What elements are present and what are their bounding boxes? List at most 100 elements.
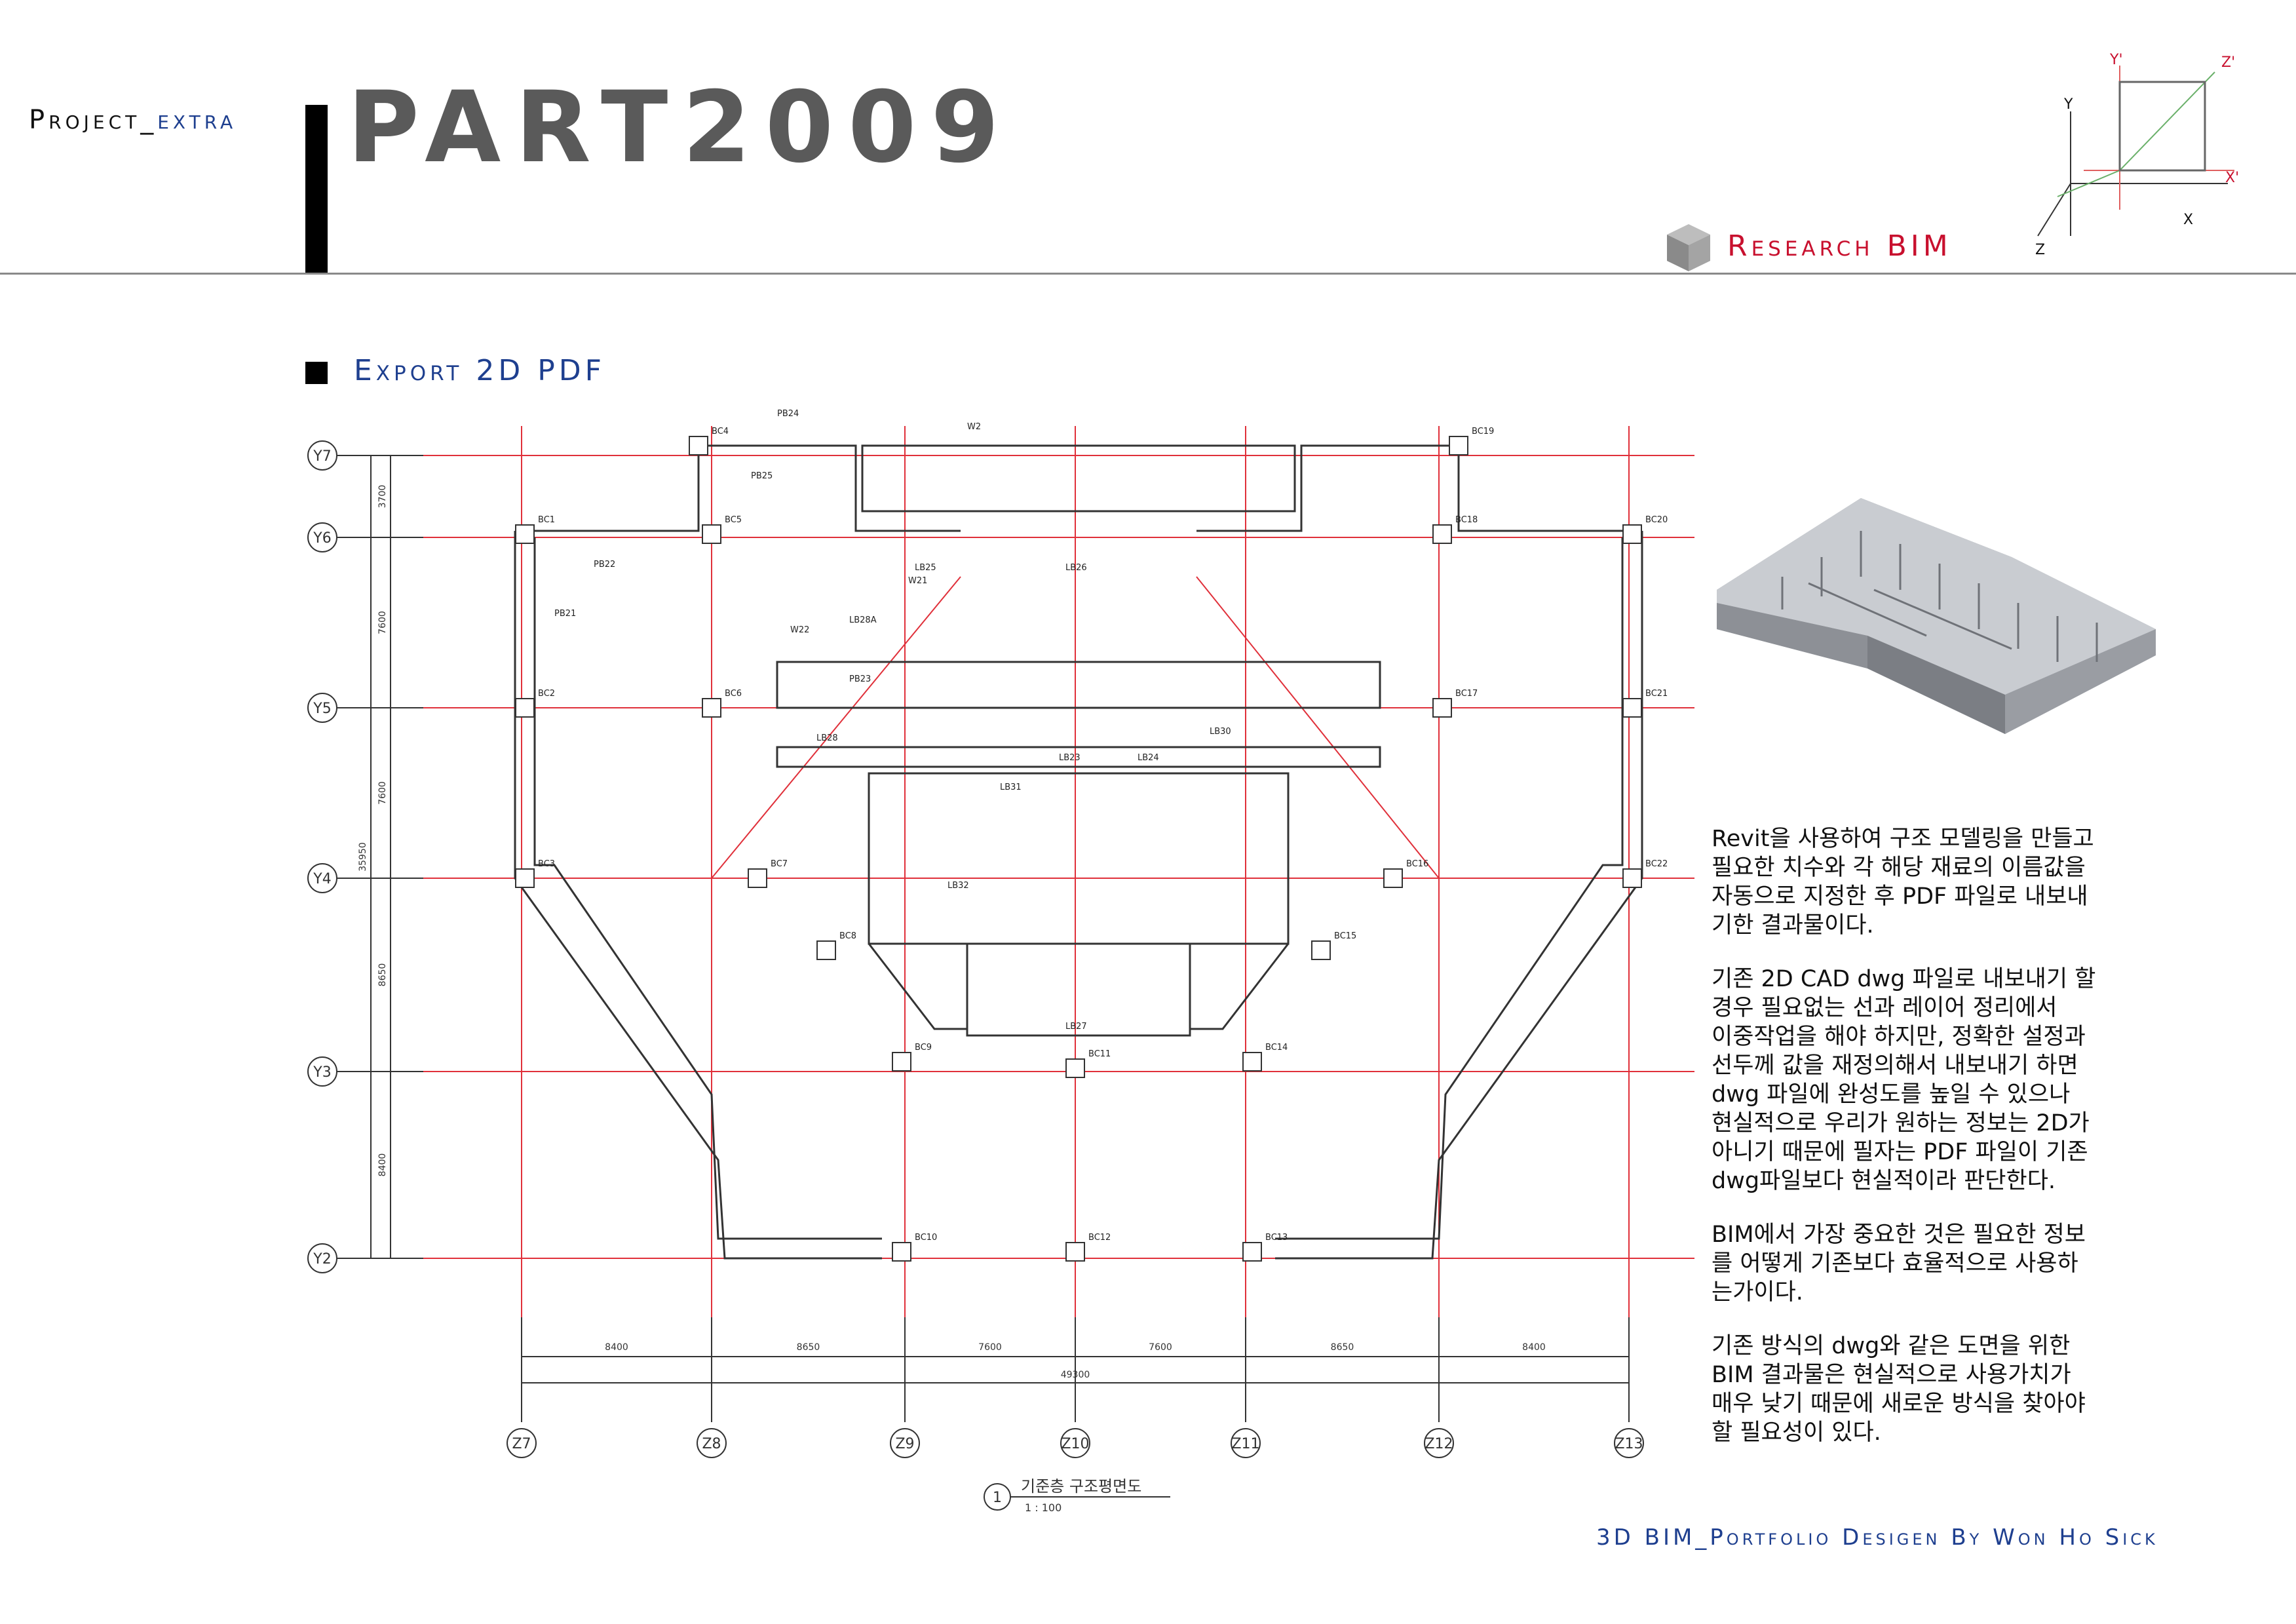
axis-label-x: X: [2183, 212, 2193, 228]
structural-column: [1383, 868, 1403, 888]
axis-label-x-prime: X': [2225, 170, 2239, 186]
col-bubble-label: Z13: [1615, 1436, 1643, 1452]
column-tag: BC12: [1088, 1233, 1111, 1243]
row-bubble-label: Y3: [313, 1064, 331, 1081]
dimension-text: 8400: [1522, 1342, 1546, 1353]
beam-tag: W21: [908, 576, 927, 586]
grid-line-diagonal: [1196, 576, 1440, 879]
row-dimension-text: 7600: [377, 781, 388, 805]
beam-tag: PB21: [554, 609, 576, 619]
col-bubble-label: Z9: [895, 1436, 914, 1452]
beam-tag: W22: [790, 625, 809, 635]
structural-column: [748, 868, 767, 888]
plan-caption-scale: 1 : 100: [1025, 1501, 1062, 1513]
structural-column: [816, 940, 836, 960]
column-tag: BC13: [1265, 1233, 1288, 1243]
structural-column: [1065, 1058, 1085, 1078]
description-paragraph-3: BIM에서 가장 중요한 것은 필요한 정보 를 어떻게 기존보다 효율적으로 …: [1712, 1222, 2086, 1305]
row-dimension-text: 8650: [377, 963, 388, 987]
page-title: PART2009: [347, 71, 1014, 185]
beam-tag: LB27: [1065, 1022, 1087, 1032]
row-bubble: [307, 522, 337, 552]
structural-column: [1242, 1052, 1262, 1072]
project-suffix: extra: [157, 105, 237, 135]
structural-column: [1432, 698, 1452, 718]
row-bubble: [307, 693, 337, 723]
structural-column: [1242, 1242, 1262, 1262]
row-bubble-label: Y7: [313, 448, 331, 465]
col-bubble: [1231, 1428, 1261, 1458]
axis-label-z-prime: Z': [2221, 54, 2235, 71]
beam-tag: PB23: [849, 674, 871, 684]
beam-tag: LB30: [1210, 727, 1231, 737]
col-bubble: [1060, 1428, 1090, 1458]
plan-caption-number: 1: [993, 1490, 1002, 1506]
column-tag: BC5: [725, 515, 742, 525]
row-bubble-label: Y6: [313, 530, 331, 547]
description-paragraph-2: 기존 2D CAD dwg 파일로 내보내기 할 경우 필요없는 선과 레이어 …: [1712, 966, 2096, 1194]
column-tag: BC19: [1472, 427, 1494, 436]
column-tag: BC11: [1088, 1049, 1111, 1059]
col-bubble: [890, 1428, 920, 1458]
column-tag: BC6: [725, 689, 742, 699]
structural-column: [515, 868, 535, 888]
structural-column: [1432, 524, 1452, 544]
column-tag: BC20: [1645, 515, 1668, 525]
structural-column: [515, 524, 535, 544]
column-tag: BC15: [1334, 931, 1356, 941]
col-bubble: [507, 1428, 537, 1458]
structural-column: [1065, 1242, 1085, 1262]
structural-column: [1622, 524, 1642, 544]
structural-column: [1622, 868, 1642, 888]
dimension-text: 8650: [1331, 1342, 1354, 1353]
column-tag: BC22: [1645, 859, 1668, 869]
col-bubble: [1614, 1428, 1644, 1458]
column-tag: BC16: [1406, 859, 1428, 869]
structure-outline: [514, 444, 1643, 1260]
structural-column: [1622, 698, 1642, 718]
row-bubble-label: Y4: [313, 871, 331, 887]
beam-tag: LB24: [1138, 753, 1159, 763]
column-tag: BC9: [915, 1043, 932, 1053]
section-bullet: [305, 362, 328, 384]
header-divider: [0, 273, 2296, 275]
structural-column: [1449, 436, 1468, 455]
dimension-text: 7600: [1149, 1342, 1172, 1353]
structural-column: [702, 524, 721, 544]
plan-caption: 1 기준층 구조평면도 1 : 100: [980, 1467, 1177, 1515]
column-tag: BC21: [1645, 689, 1668, 699]
beam-tag: LB32: [947, 881, 969, 891]
column-tag: BC10: [915, 1233, 937, 1243]
plan-caption-title: 기준층 구조평면도: [1021, 1477, 1141, 1496]
column-tag: BC2: [538, 689, 555, 699]
row-dimension-text: 3700: [377, 485, 388, 509]
beam-tag: LB28A: [849, 615, 877, 625]
footer-credit: 3D BIM_Portfolio Desigen By Won Ho Sick: [1596, 1524, 2158, 1551]
project-prefix: Project_: [29, 105, 158, 135]
dimension-text: 8650: [797, 1342, 820, 1353]
row-bubble: [307, 863, 337, 893]
column-tag: BC8: [839, 931, 856, 941]
grid-line-diagonal: [711, 576, 961, 879]
beam-tag: LB31: [1000, 783, 1022, 792]
column-tag: BC18: [1455, 515, 1478, 525]
structural-column: [702, 698, 721, 718]
dimension-total-text: 49300: [1061, 1370, 1090, 1380]
row-dimension-text: 7600: [377, 611, 388, 634]
column-tag: BC1: [538, 515, 555, 525]
structural-column: [892, 1052, 911, 1072]
column-tag: BC17: [1455, 689, 1478, 699]
dimension-text: 8400: [605, 1342, 628, 1353]
structural-column: [689, 436, 708, 455]
beam-tag: PB22: [594, 560, 615, 570]
model-wall: [1873, 589, 2012, 650]
column-tag: BC3: [538, 859, 555, 869]
col-bubble-label: Z11: [1231, 1436, 1259, 1452]
bim-3d-model-render: [1717, 498, 2156, 734]
research-bim-label: Research BIM: [1727, 229, 1952, 263]
column-tag: BC4: [712, 427, 729, 436]
description-text: Revit을 사용하여 구조 모델링을 만들고 필요한 치수와 각 해당 재료의…: [1712, 824, 2210, 1472]
